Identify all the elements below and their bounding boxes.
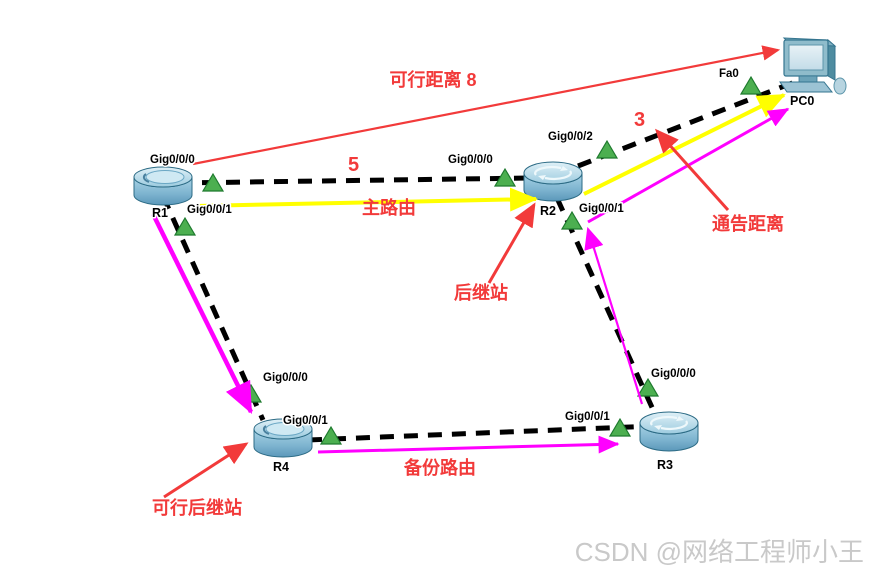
label-r1-gig001: Gig0/0/1 bbox=[187, 204, 232, 216]
annotation-advertised-distance: 通告距离 bbox=[712, 213, 784, 234]
monitor-screen bbox=[788, 44, 824, 71]
label-pc0-fa0: Fa0 bbox=[719, 68, 739, 80]
label-device-pc0: PC0 bbox=[790, 94, 814, 108]
router-top-inner bbox=[145, 170, 185, 184]
router-top-arrowhead bbox=[654, 425, 662, 430]
label-device-r3: R3 bbox=[657, 458, 673, 472]
feasible-distance-arrow bbox=[192, 45, 781, 166]
link-status-triangle-r2-gig000 bbox=[493, 167, 517, 187]
device-r2[interactable] bbox=[523, 161, 583, 202]
label-r3-gig001: Gig0/0/1 bbox=[565, 411, 610, 423]
device-r4[interactable] bbox=[253, 418, 313, 458]
label-device-r2: R2 bbox=[540, 204, 556, 218]
label-r3-gig000: Gig0/0/0 bbox=[651, 368, 696, 380]
router-top-arrowhead bbox=[560, 166, 568, 171]
main-route-line-r1-r2 bbox=[195, 187, 538, 212]
label-r4-gig001: Gig0/0/1 bbox=[283, 415, 328, 427]
link-status-triangle-r2-gig001 bbox=[560, 210, 584, 230]
router-top-arrow bbox=[650, 416, 678, 426]
link-status-triangle-r1-gig001 bbox=[173, 216, 197, 236]
advertised-distance-arrow bbox=[654, 128, 730, 212]
annotation-successor: 后继站 bbox=[454, 282, 508, 303]
link-status-triangle-r3-gig000 bbox=[636, 377, 660, 397]
backup-route-line-r4-r3 bbox=[317, 435, 620, 454]
link-status-triangle-pc0-fa0 bbox=[739, 75, 763, 95]
device-r1[interactable] bbox=[133, 166, 193, 206]
router-top-groove bbox=[142, 173, 150, 183]
label-device-r4: R4 bbox=[273, 460, 289, 474]
link-status-triangle-r1-gig000 bbox=[201, 172, 225, 192]
label-r4-gig000: Gig0/0/0 bbox=[263, 372, 308, 384]
annotation-metric-5: 5 bbox=[348, 154, 359, 176]
device-r3[interactable] bbox=[639, 411, 699, 452]
label-device-r1: R1 bbox=[152, 206, 168, 220]
feasible-successor-arrow bbox=[163, 442, 249, 499]
annotation-backup-route: 备份路由 bbox=[403, 457, 476, 478]
main-route-line-r2-pc0 bbox=[583, 93, 786, 196]
successor-arrow bbox=[487, 202, 536, 284]
label-r1-gig000: Gig0/0/0 bbox=[150, 154, 195, 166]
link-r4-r3[interactable] bbox=[307, 423, 656, 443]
monitor-neck bbox=[798, 75, 818, 83]
backup-route-line-r1-r4 bbox=[150, 213, 254, 415]
annotation-feasible-distance: 可行距离 8 bbox=[389, 69, 476, 90]
router-top bbox=[523, 161, 583, 185]
link-status-triangle-r2-gig002 bbox=[595, 139, 619, 159]
router-top-arrowhead bbox=[538, 175, 546, 180]
link-r1-r2[interactable] bbox=[177, 175, 531, 186]
router-top-arrowhead bbox=[676, 416, 684, 421]
label-r2-gig002: Gig0/0/2 bbox=[548, 131, 593, 143]
annotation-metric-3: 3 bbox=[634, 109, 645, 131]
router-top bbox=[639, 411, 699, 435]
annotation-main-route: 主路由 bbox=[362, 197, 416, 218]
link-r2-r3[interactable] bbox=[554, 196, 658, 416]
router-top-arrow bbox=[660, 420, 688, 430]
pc-mouse bbox=[833, 77, 847, 95]
annotation-feasible-successor: 可行后继站 bbox=[152, 497, 242, 518]
link-status-triangle-r4-gig001 bbox=[319, 425, 343, 445]
router-top-inner bbox=[265, 422, 305, 436]
device-pc0[interactable] bbox=[779, 37, 847, 95]
link-status-triangle-r3-gig001 bbox=[608, 417, 632, 437]
router-top-groove bbox=[262, 425, 270, 435]
pc-keyboard-base bbox=[779, 81, 834, 93]
csdn-watermark: CSDN @网络工程师小王 bbox=[575, 537, 864, 567]
router-top-arrow bbox=[534, 166, 562, 176]
router-top-arrow bbox=[544, 170, 572, 180]
label-r2-gig000: Gig0/0/0 bbox=[448, 154, 493, 166]
backup-route-line-r3-r2 bbox=[584, 226, 644, 405]
label-r2-gig001: Gig0/0/1 bbox=[579, 203, 624, 215]
